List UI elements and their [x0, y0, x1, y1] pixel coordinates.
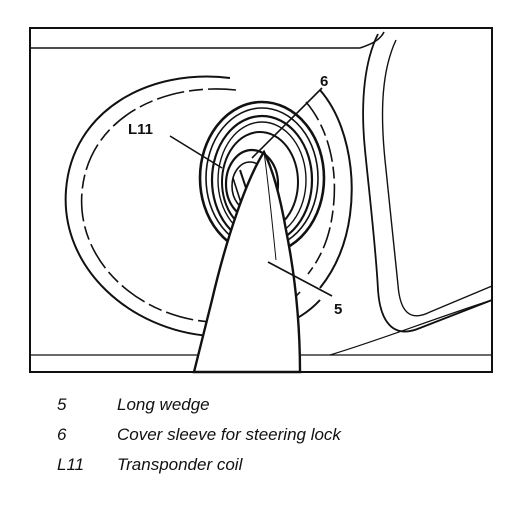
legend-item: 5 Long wedge [57, 395, 497, 425]
dashboard-panel-outline [29, 27, 493, 373]
callout-sleeve: 6 [320, 73, 328, 90]
callout-wedge: 5 [334, 301, 342, 318]
legend-text: Transponder coil [117, 455, 243, 474]
legend: 5 Long wedge 6 Cover sleeve for steering… [57, 395, 497, 485]
long-wedge-tool [192, 149, 302, 374]
legend-text: Cover sleeve for steering lock [117, 425, 341, 444]
diagram-drawing: 6 L11 5 [29, 27, 493, 374]
callout-coil: L11 [128, 121, 153, 138]
leader-lines [169, 87, 333, 297]
leader-line-wedge [267, 261, 333, 297]
legend-text: Long wedge [117, 395, 210, 414]
legend-key: L11 [57, 455, 85, 474]
legend-item: 6 Cover sleeve for steering lock [57, 425, 497, 455]
legend-key: 5 [57, 395, 67, 414]
ignition-lock-diagram: 6 L11 5 [29, 27, 493, 374]
legend-key: 6 [57, 425, 67, 444]
leader-line-coil [169, 135, 223, 169]
legend-item: L11 Transponder coil [57, 455, 497, 485]
leader-line-sleeve [251, 87, 323, 159]
